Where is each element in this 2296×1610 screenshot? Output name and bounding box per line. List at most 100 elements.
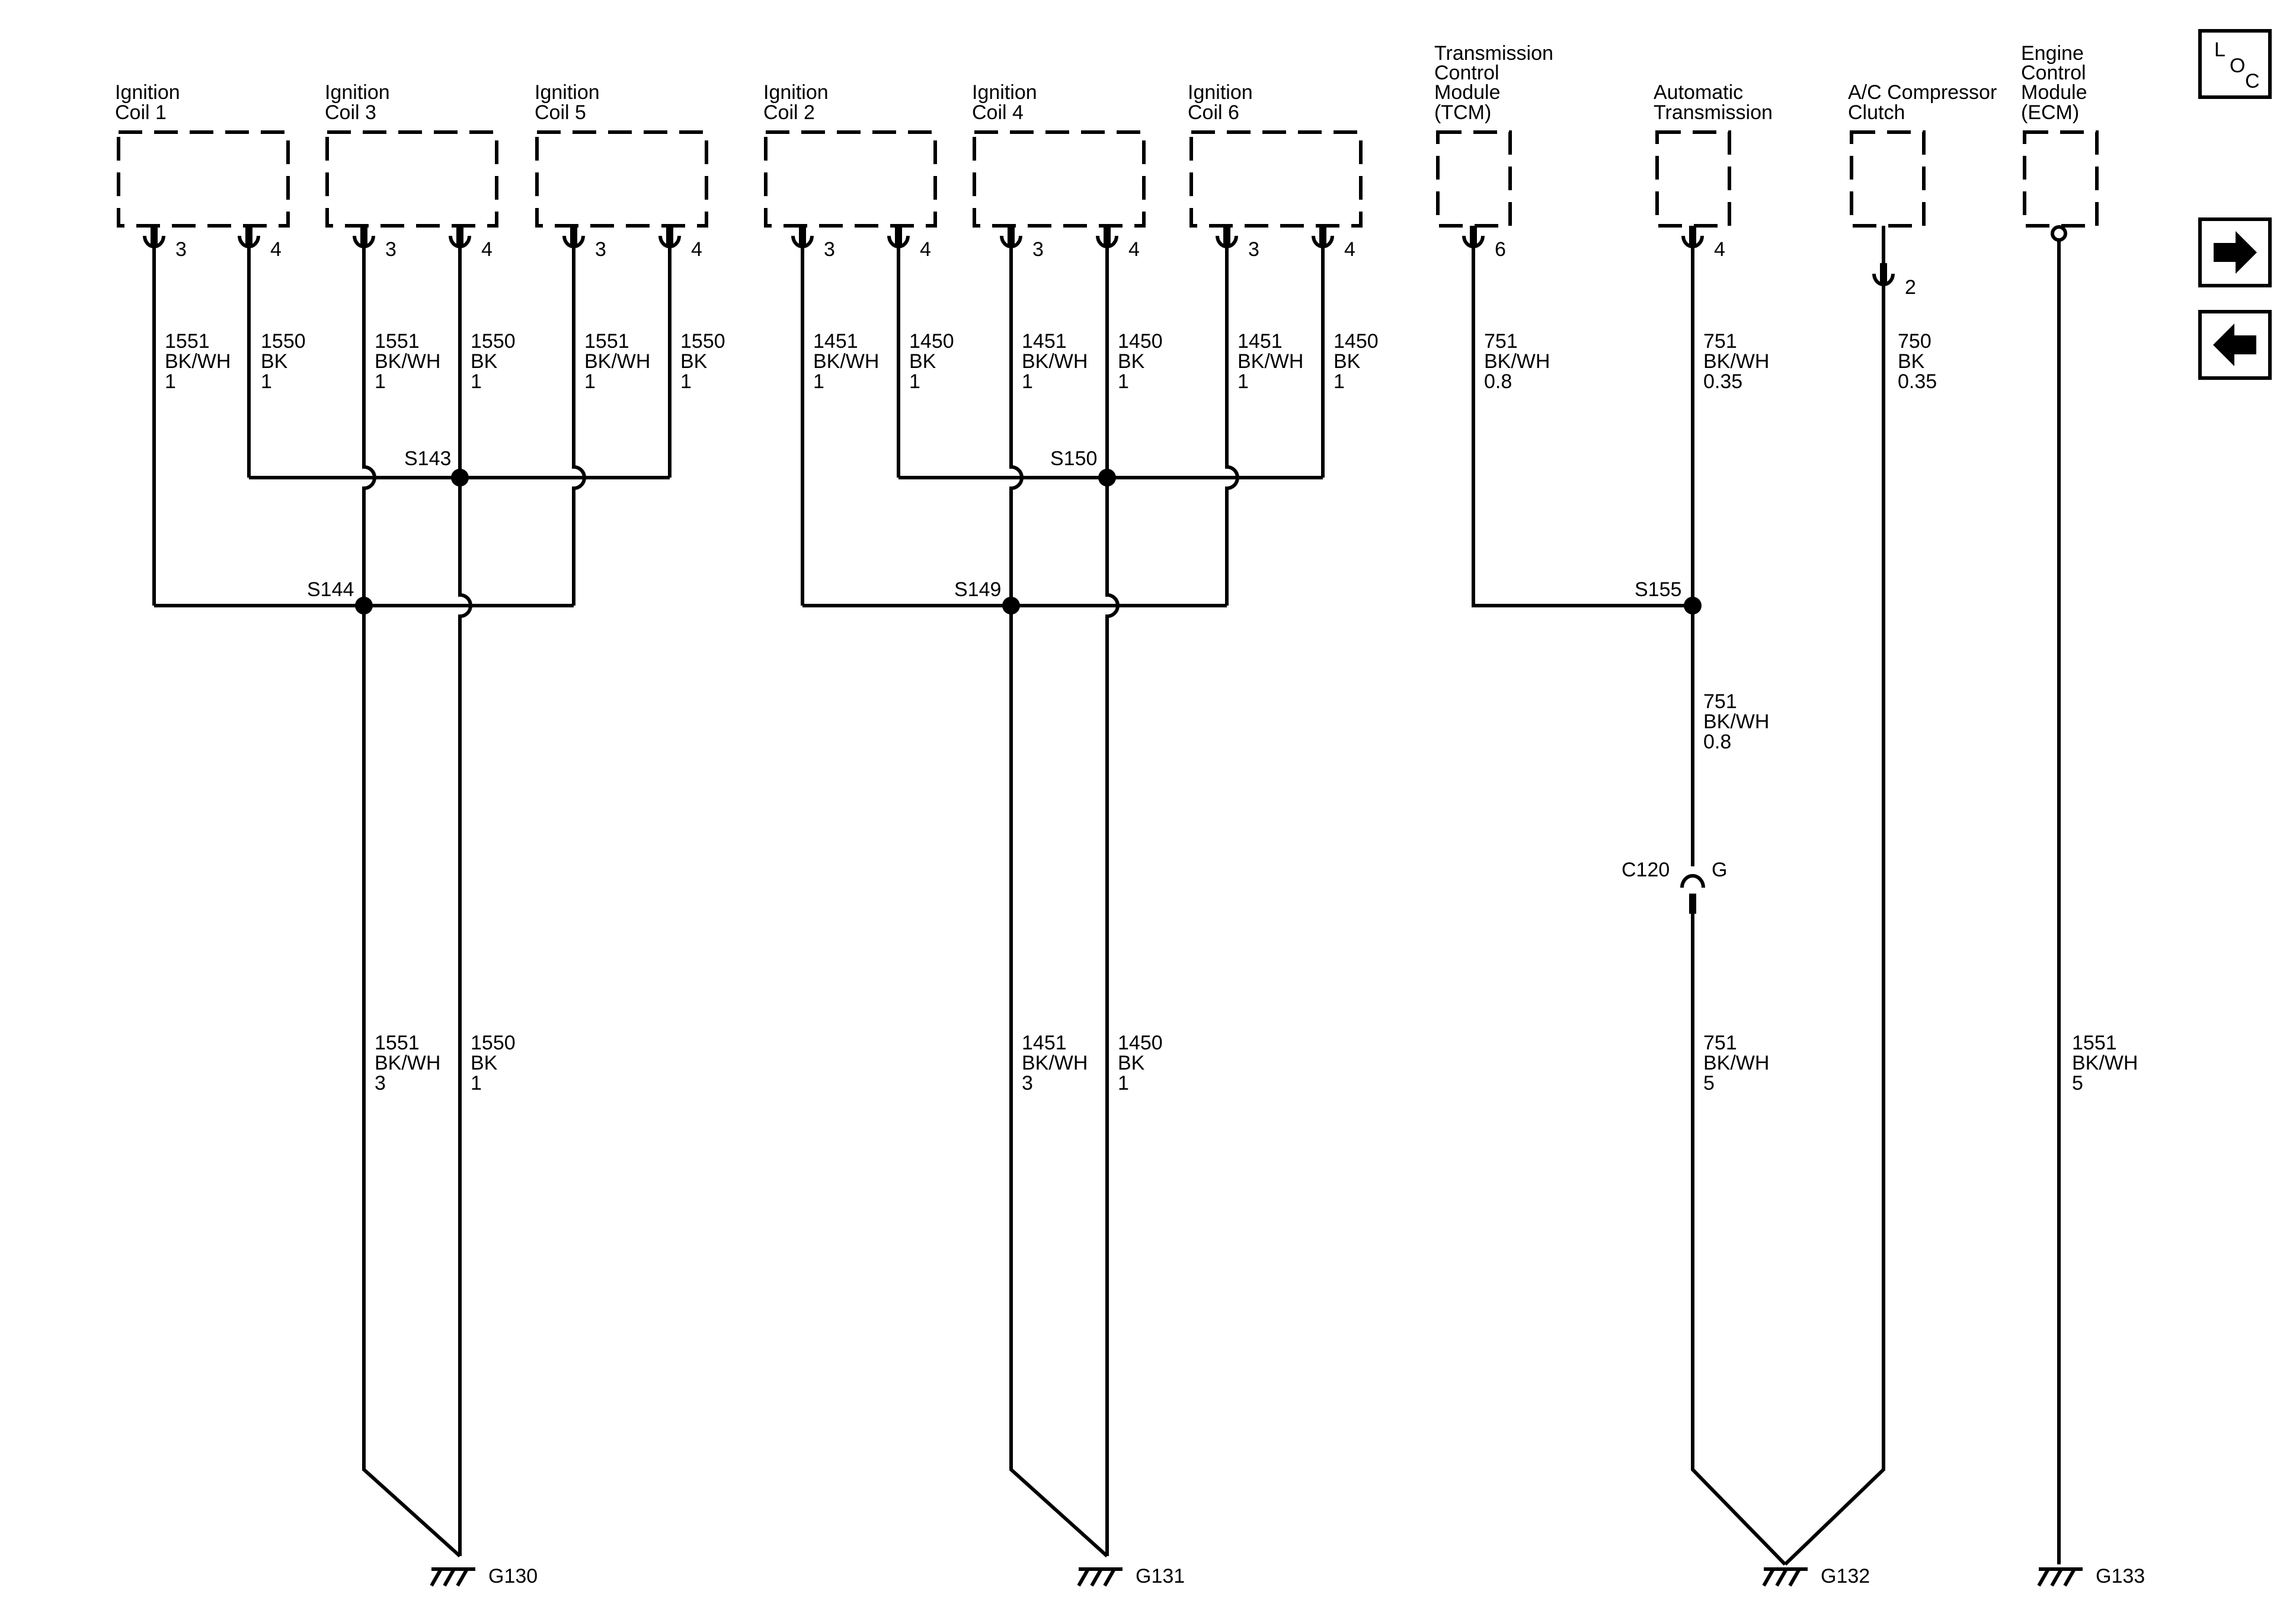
splice-s143 (451, 469, 469, 486)
coil6-pin3: 3 (1248, 238, 1259, 261)
coil6-pin4: 4 (1344, 238, 1355, 261)
wire-label-color: BK/WH (165, 350, 231, 373)
wire-label-size: 1 (471, 1072, 482, 1094)
ground-g131-icon (1077, 1567, 1123, 1587)
wire-label-circuit: 1551 (165, 330, 210, 353)
ecm-label-l3: Module (2021, 81, 2087, 104)
next-page-frame[interactable] (2198, 217, 2272, 287)
auto-trans-box (1655, 130, 1731, 228)
wire-label-circuit: 1550 (471, 330, 516, 353)
loc-button[interactable]: L O C (2198, 29, 2272, 99)
loc-frame[interactable] (2198, 29, 2272, 99)
pin-post (1689, 226, 1696, 246)
coil6-box (1189, 130, 1363, 228)
component-labels: Ignition Coil 1 Ignition Coil 3 Ignition… (115, 42, 2087, 124)
wire-label-circuit: 1450 (1118, 1032, 1163, 1054)
coil5-pin3: 3 (595, 238, 606, 261)
wire-label-size: 1 (1022, 370, 1033, 393)
wire-label-color: BK/WH (1703, 710, 1769, 733)
coil4-pin4: 4 (1128, 238, 1140, 261)
wire-label-circuit: 1450 (909, 330, 954, 353)
coil5-pin4: 4 (691, 238, 702, 261)
coil3-pin3: 3 (385, 238, 396, 261)
pin-post (151, 226, 158, 246)
wire-label-color: BK/WH (1237, 350, 1303, 373)
next-page-button[interactable] (2198, 217, 2272, 287)
loc-letter-o: O (2230, 55, 2245, 77)
trunk-g131 (1009, 606, 1109, 1558)
splices: S143 S144 S149 S150 S155 (307, 447, 1702, 614)
wire-label-size: 1 (813, 370, 824, 393)
splice-s144-label: S144 (307, 578, 354, 601)
wire-label-color: BK (680, 350, 708, 373)
splice-s155-label: S155 (1635, 578, 1681, 601)
wire-label-size: 0.35 (1898, 370, 1937, 393)
coil3-label-l2: Coil 3 (325, 101, 376, 124)
wire-label-color: BK (1334, 350, 1361, 373)
c120-label: C120 (1622, 859, 1670, 881)
wire-label-color: BK (1898, 350, 1925, 373)
wire-label-color: BK (471, 350, 498, 373)
wire-label-size: 1 (909, 370, 920, 393)
pin-post (1880, 263, 1887, 283)
wire-label-size: 1 (1118, 1072, 1129, 1094)
ecm-label-l1: Engine (2021, 42, 2084, 65)
wire-label-circuit: 1550 (261, 330, 306, 353)
prev-page-frame[interactable] (2198, 310, 2272, 380)
wire-label-size: 0.8 (1703, 731, 1731, 753)
wire-hop (1105, 246, 1120, 1556)
wire-label-size: 0.8 (1484, 370, 1512, 393)
coil1-label-l2: Coil 1 (115, 101, 167, 124)
wire-label-size: 1 (1334, 370, 1345, 393)
coil5-box (535, 130, 708, 228)
ac-clutch-label-l2: Clutch (1848, 101, 1905, 124)
wire-label-circuit: 1551 (2072, 1032, 2117, 1054)
pin-post (456, 226, 463, 246)
wire-label-color: BK/WH (1022, 1052, 1088, 1074)
prev-page-button[interactable] (2198, 310, 2272, 380)
c120-socket (1680, 874, 1705, 888)
splice-s149 (1002, 597, 1020, 614)
tcm-label-l3: Module (1434, 81, 1501, 104)
wire-label-circuit: 750 (1898, 330, 1932, 353)
wire-hop (1225, 246, 1239, 606)
auto-trans-label-l2: Transmission (1654, 101, 1773, 124)
ecm-box (2023, 130, 2099, 228)
wire-labels: 1551 BK/WH 1 1550 BK 1 1551 BK/WH 1 1550… (165, 330, 2138, 1094)
wire-tcm (1472, 246, 1693, 607)
pin-post (360, 226, 367, 246)
wire-label-circuit: 751 (1703, 690, 1737, 713)
ecm-ring-terminal (2051, 225, 2067, 242)
wire-label-size: 5 (2072, 1072, 2083, 1094)
arrow-left-icon (2213, 324, 2256, 366)
pin-post (666, 226, 673, 246)
wire-label-size: 0.35 (1703, 370, 1742, 393)
ground-g131-label: G131 (1136, 1565, 1185, 1587)
coil3-pin4: 4 (481, 238, 493, 261)
wires-group-c: C120 G (1472, 246, 1885, 1566)
wire-label-circuit: 751 (1703, 330, 1737, 353)
wire-label-color: BK/WH (2072, 1052, 2138, 1074)
coil3-label-l1: Ignition (325, 81, 390, 104)
coil2-box (764, 130, 937, 228)
wire-label-color: BK/WH (375, 350, 440, 373)
pin-post (1470, 226, 1477, 246)
wires-group-a (152, 246, 671, 1558)
wire-label-circuit: 751 (1484, 330, 1518, 353)
coil4-pin3: 3 (1032, 238, 1044, 261)
wire-label-circuit: 1551 (375, 330, 420, 353)
wire-label-circuit: 1451 (813, 330, 858, 353)
tcm-box (1436, 130, 1512, 228)
wire-label-color: BK/WH (813, 350, 879, 373)
coil4-label-l1: Ignition (972, 81, 1037, 104)
c120-cavity: G (1712, 859, 1727, 881)
ecm-label-l4: (ECM) (2021, 101, 2079, 124)
wire-label-size: 1 (375, 370, 386, 393)
wire-label-color: BK (1118, 1052, 1145, 1074)
wire-hop (572, 246, 586, 606)
wire-label-color: BK/WH (1703, 1052, 1769, 1074)
pin-post (245, 226, 252, 246)
wire-label-size: 3 (1022, 1072, 1033, 1094)
wire-label-size: 1 (1118, 370, 1129, 393)
coil1-pin4: 4 (270, 238, 282, 261)
